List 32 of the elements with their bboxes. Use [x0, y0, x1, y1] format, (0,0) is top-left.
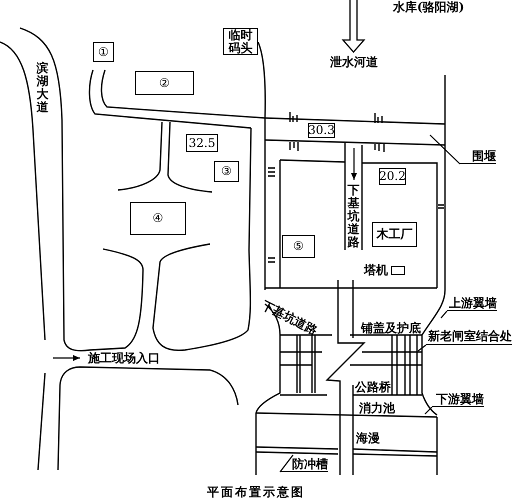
- crane-label: 塔机: [364, 263, 388, 277]
- leader-line: [424, 406, 432, 414]
- label-box: ②: [135, 71, 194, 95]
- label-box: 30.3: [308, 123, 335, 138]
- road-label: 滨湖大道: [36, 62, 49, 114]
- callout-label: 上游翼墙: [447, 296, 497, 311]
- caption: 平面布置示意图: [207, 485, 305, 499]
- label-box: ①: [93, 42, 114, 62]
- leader-line: [430, 134, 460, 164]
- leader-line: [418, 344, 426, 352]
- callout-label: 下游翼墙: [432, 392, 484, 407]
- leader-line: [440, 310, 448, 318]
- area-label: 海漫: [356, 431, 380, 445]
- callout-label: 围堰: [460, 150, 496, 164]
- label-box: 32.5: [186, 134, 218, 152]
- callout-label: 防冲槽: [280, 457, 328, 472]
- bridge-label: 公路桥: [355, 380, 391, 394]
- label-box: 20.2: [379, 168, 406, 185]
- area-label: 消力池: [359, 401, 395, 415]
- crane-box: [391, 266, 405, 275]
- entrance-label: 施工现场入口: [88, 351, 160, 365]
- label-box: ⑤: [282, 235, 315, 258]
- road-label: 下基坑道路: [347, 184, 360, 249]
- place-label: 水库(骆阳湖): [393, 0, 464, 14]
- callout-label: 新老闸室结合处: [426, 329, 512, 345]
- label-box: 临时码头: [223, 28, 258, 55]
- leader-line: [280, 454, 294, 472]
- label-box: 木工厂: [372, 222, 417, 247]
- channel-label: 泄水河道: [330, 55, 378, 69]
- label-box: ④: [130, 202, 186, 235]
- label-box: ③: [214, 161, 239, 182]
- area-label: 铺盖及护底: [361, 321, 421, 335]
